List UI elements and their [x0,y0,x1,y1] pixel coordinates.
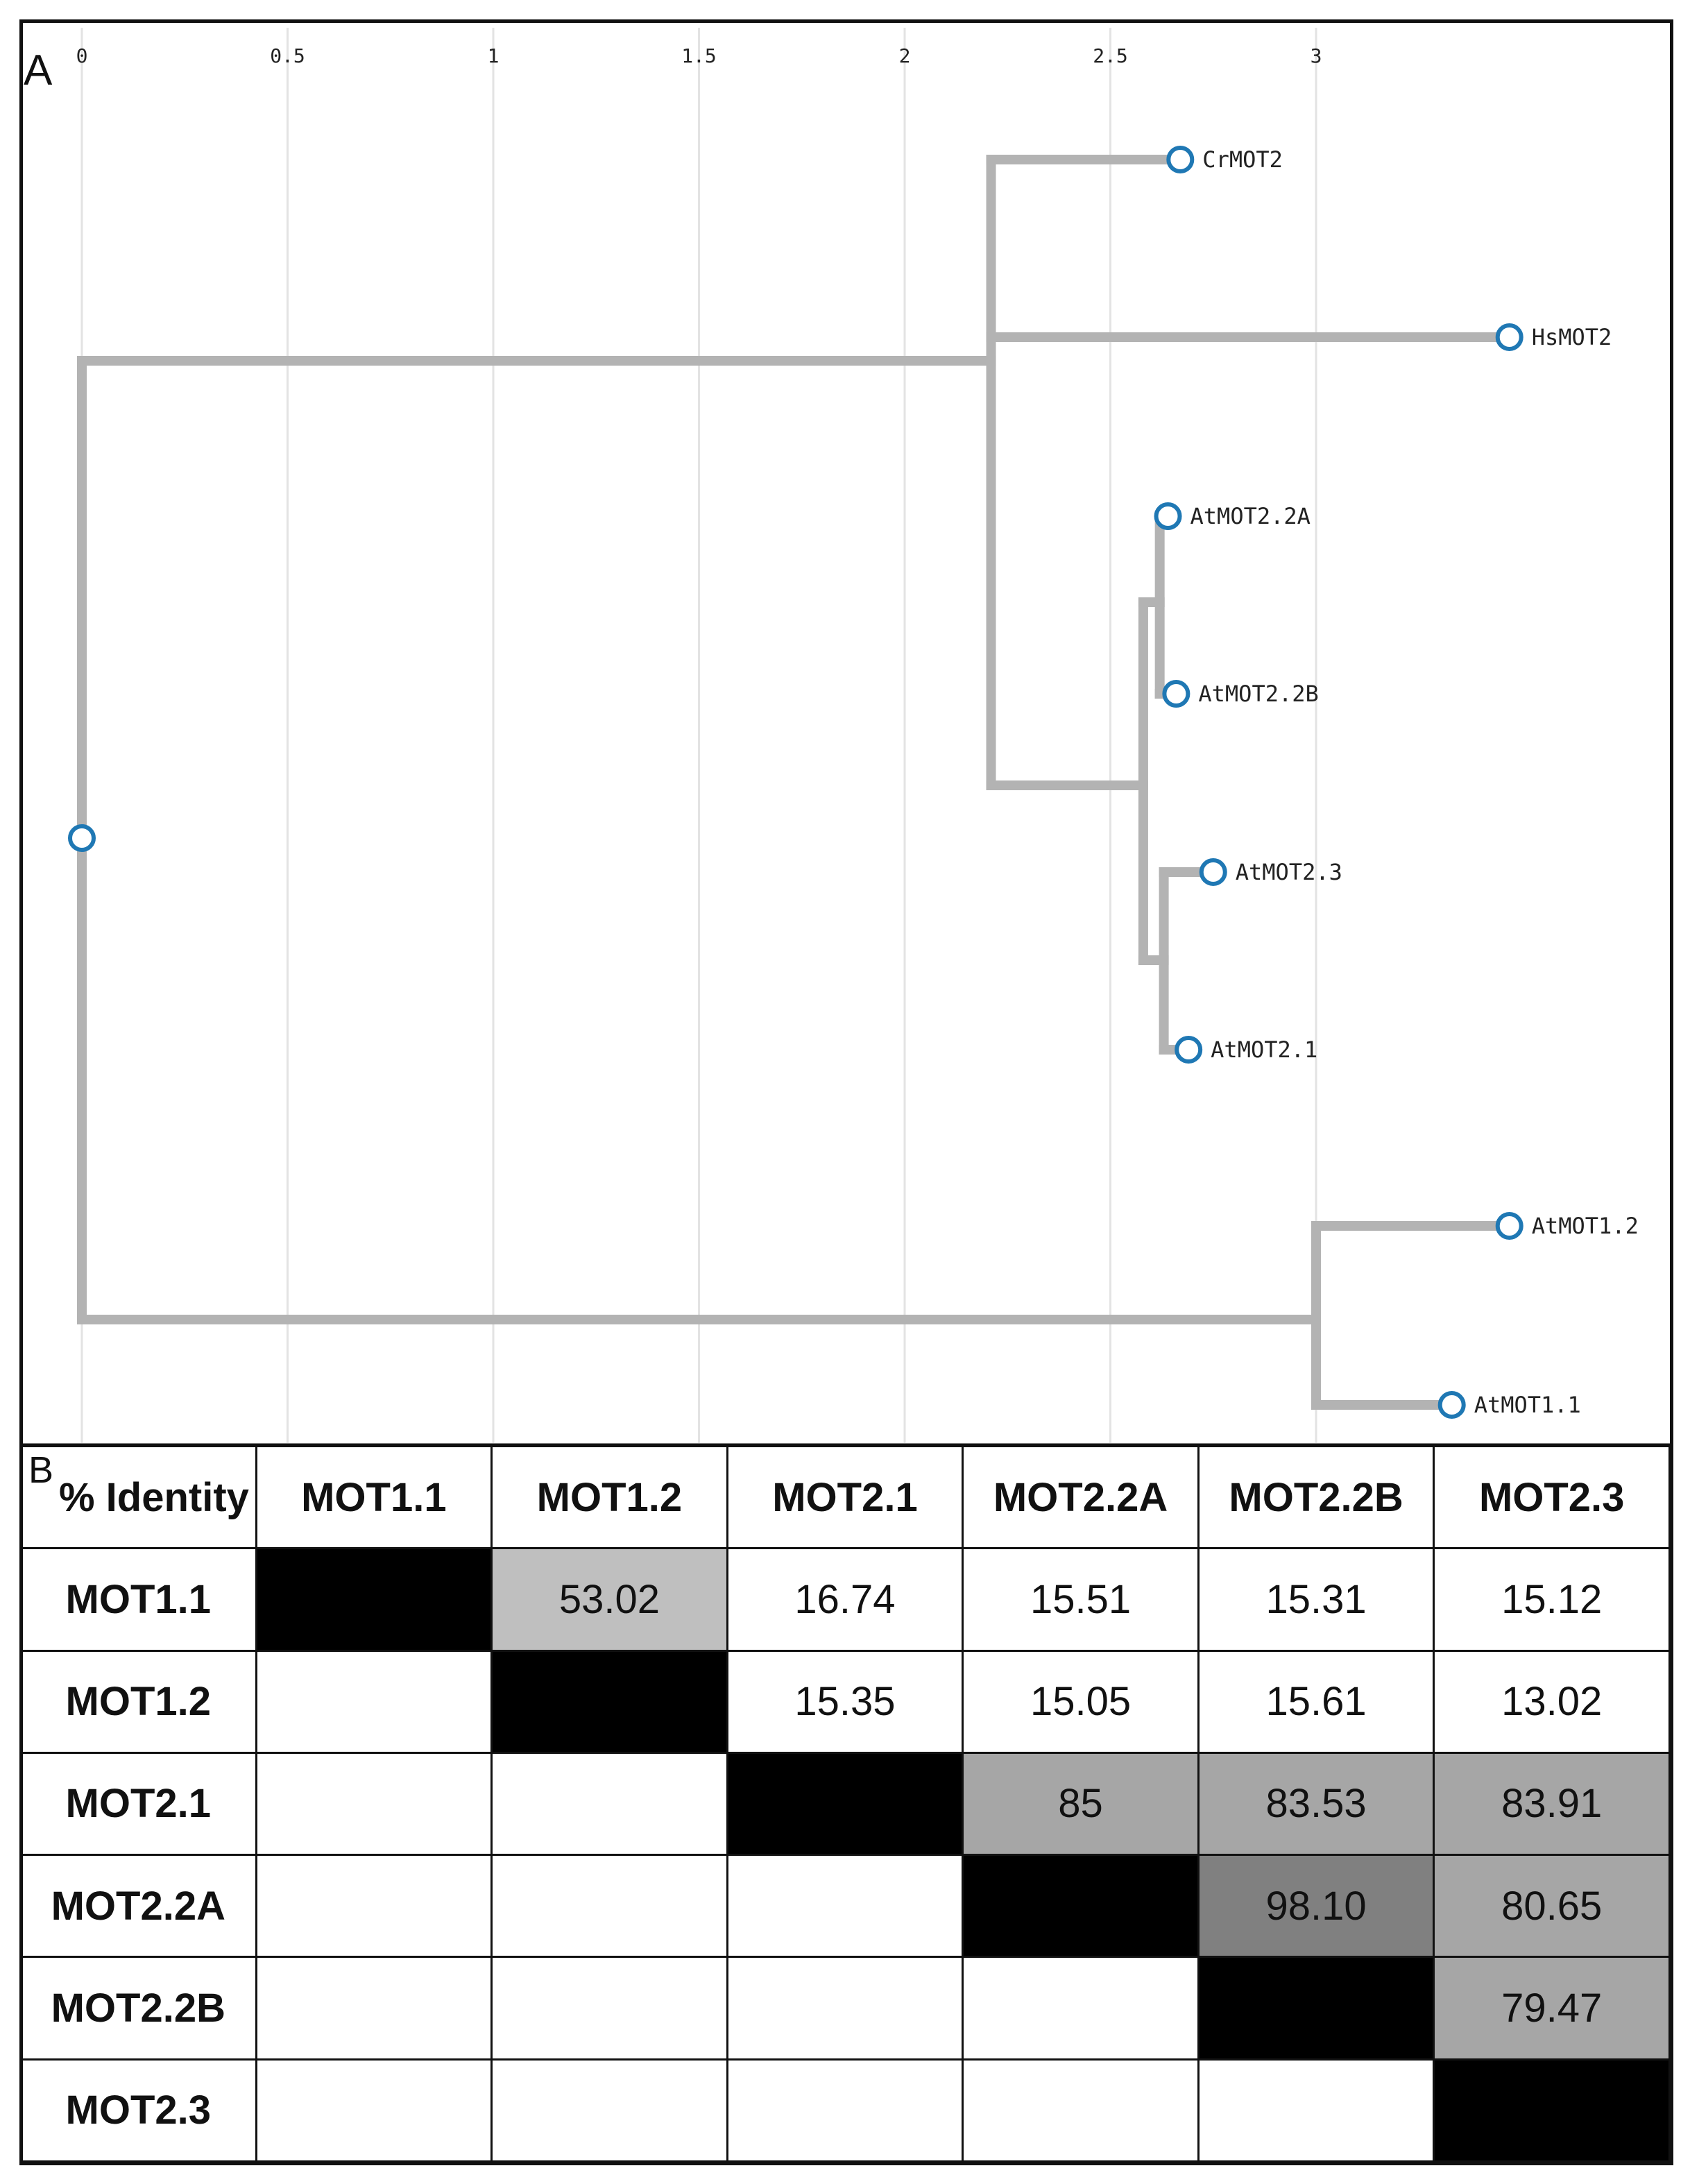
leaf-node [1199,858,1227,886]
axis-tick-label: 0 [76,44,88,67]
table-row: MOT2.3 [19,2058,1671,2163]
corner-cell: B % Identity [19,1444,257,1550]
column-header: MOT2.2B [1197,1444,1435,1550]
leaf-label: CrMOT2 [1202,146,1283,173]
table-cell: 15.31 [1197,1547,1435,1652]
axis-tick-label: 2.5 [1093,44,1128,67]
table-row: MOT2.2B 79.47 [19,1956,1671,2061]
identity-matrix: B % Identity MOT1.1 MOT1.2 MOT2.1 MOT2.2… [19,1444,1671,2163]
table-cell: 98.10 [1197,1854,1435,1959]
leaf-node [1437,1391,1466,1419]
table-cell-diagonal [1433,2058,1671,2163]
table-cell [490,1956,728,2061]
table-cell: 83.91 [1433,1751,1671,1857]
table-cell [962,2058,1200,2163]
table-cell [255,1854,493,1959]
leaf-node [1495,323,1523,351]
row-header: MOT1.1 [19,1547,257,1652]
table-cell-diagonal [1197,1956,1435,2061]
table-row: MOT2.1 85 83.53 83.91 [19,1751,1671,1857]
table-cell: 85 [962,1751,1200,1857]
table-cell [1197,2058,1435,2163]
table-cell-diagonal [490,1649,728,1754]
table-cell: 15.12 [1433,1547,1671,1652]
table-cell: 15.05 [962,1649,1200,1754]
table-cell [255,1649,493,1754]
table-cell: 15.51 [962,1547,1200,1652]
leaf-label: AtMOT2.3 [1236,859,1342,885]
leaf-label: AtMOT1.2 [1532,1213,1639,1239]
tree-nodes [68,146,1523,1419]
table-cell [490,1751,728,1857]
table-cell [726,1956,964,2061]
column-header: MOT1.1 [255,1444,493,1550]
table-cell: 83.53 [1197,1751,1435,1857]
table-cell [255,1751,493,1857]
column-header: MOT2.3 [1433,1444,1671,1550]
table-cell [726,1854,964,1959]
axis-tick-label: 1 [488,44,500,67]
table-cell [490,2058,728,2163]
table-cell: 13.02 [1433,1649,1671,1754]
corner-label: % Identity [59,1474,249,1520]
table-cell [255,1956,493,2061]
axis-ticks: 0 0.5 1 1.5 2 2.5 3 [76,44,1322,67]
table-row: MOT2.2A 98.10 80.65 [19,1854,1671,1959]
leaf-node [1175,1036,1203,1064]
panel-b-letter: B [28,1449,54,1491]
axis-tick-label: 2 [899,44,911,67]
leaf-label: HsMOT2 [1532,324,1612,350]
table-row: MOT1.2 15.35 15.05 15.61 13.02 [19,1649,1671,1754]
leaf-label: AtMOT2.1 [1211,1036,1317,1063]
table-cell [255,2058,493,2163]
axis-tick-label: 1.5 [681,44,717,67]
table-cell-diagonal [962,1854,1200,1959]
root-node [68,824,96,852]
row-header: MOT2.2A [19,1854,257,1959]
column-header: MOT2.1 [726,1444,964,1550]
table-cell: 53.02 [490,1547,728,1652]
axis-tick-label: 3 [1311,44,1322,67]
table-row: MOT1.1 53.02 16.74 15.51 15.31 15.12 [19,1547,1671,1652]
row-header: MOT2.3 [19,2058,257,2163]
table-cell [962,1956,1200,2061]
grid-lines [80,28,1317,1443]
table-cell [726,2058,964,2163]
table-header-row: B % Identity MOT1.1 MOT1.2 MOT2.1 MOT2.2… [19,1444,1671,1550]
column-header: MOT1.2 [490,1444,728,1550]
leaf-label: AtMOT2.2B [1198,681,1318,707]
panel-a-letter: A [24,46,53,94]
leaf-label: AtMOT2.2A [1190,503,1311,529]
row-header: MOT1.2 [19,1649,257,1754]
axis-tick-label: 0.5 [270,44,305,67]
table-cell: 80.65 [1433,1854,1671,1959]
tree-branches [77,155,1514,1410]
column-header: MOT2.2A [962,1444,1200,1550]
leaf-node [1166,146,1195,173]
row-header: MOT2.2B [19,1956,257,2061]
leaf-label: AtMOT1.1 [1474,1392,1581,1418]
leaf-node [1495,1212,1523,1240]
table-cell: 16.74 [726,1547,964,1652]
table-cell: 79.47 [1433,1956,1671,2061]
row-header: MOT2.1 [19,1751,257,1857]
table-cell [490,1854,728,1959]
table-cell: 15.61 [1197,1649,1435,1754]
table-cell: 15.35 [726,1649,964,1754]
table-cell-diagonal [255,1547,493,1652]
table-cell-diagonal [726,1751,964,1857]
leaf-node [1154,502,1182,530]
leaf-node [1162,680,1190,708]
